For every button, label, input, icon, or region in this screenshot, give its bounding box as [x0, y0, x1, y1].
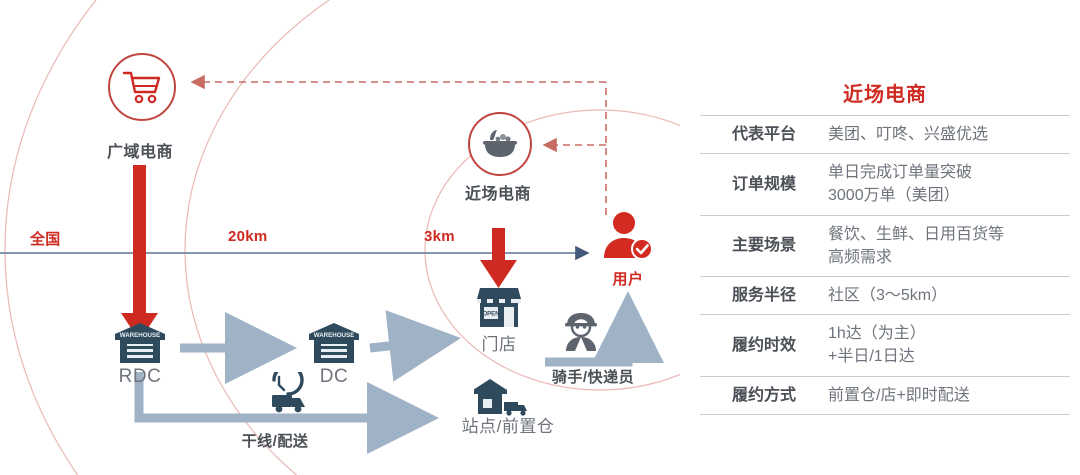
row-key: 履约时效: [700, 314, 828, 376]
row-value: 单日完成订单量突破 3000万单（美团）: [828, 153, 1070, 216]
row-value-line: 3000万单（美团）: [828, 187, 960, 205]
dashed-demand-flow: [190, 74, 607, 215]
dc-label: DC: [319, 366, 349, 387]
red-arrow-near-to-store: [480, 228, 517, 288]
row-value-line: 单日完成订单量突破: [828, 164, 973, 182]
diagram-canvas: [0, 0, 680, 475]
table-row: 服务半径 社区（3～5km）: [700, 275, 1070, 315]
svg-text:WAREHOUSE: WAREHOUSE: [314, 332, 355, 339]
trunk-delivery-label: 干线/配送: [241, 433, 309, 450]
zone-label-3km: 3km: [424, 228, 455, 245]
svg-text:OPEN: OPEN: [482, 312, 499, 318]
table-row: 订单规模 单日完成订单量突破 3000万单（美团）: [700, 153, 1070, 216]
row-value-line: 社区（3～5km）: [828, 286, 948, 304]
shopping-cart-icon: [122, 71, 161, 104]
verified-user-icon: [604, 212, 653, 260]
wide-ecommerce-circle: [108, 53, 176, 121]
depot-truck-icon: [474, 379, 527, 416]
zone-label-nationwide: 全国: [30, 231, 61, 248]
delivery-rider-icon: [565, 313, 597, 351]
row-key: 主要场景: [700, 214, 828, 277]
near-ecommerce-circle: [468, 112, 532, 176]
logistics-diagram: 广域电商 近场电商: [0, 0, 680, 475]
row-key: 履约方式: [700, 375, 828, 415]
user-label: 用户: [612, 271, 644, 288]
row-value: 美团、叮咚、兴盛优选: [828, 114, 1070, 154]
table-row: 履约时效 1h达（为主） +半日/1日达: [700, 314, 1070, 376]
arrow-rider-to-user: [545, 291, 664, 367]
row-value: 前置仓/店+即时配送: [828, 375, 1070, 415]
near-ecommerce-label: 近场电商: [464, 186, 531, 203]
row-value: 1h达（为主） +半日/1日达: [828, 314, 1070, 376]
spec-table: 代表平台 美团、叮咚、兴盛优选 订单规模 单日完成订单量突破 3000万单（美团…: [700, 114, 1070, 415]
panel-title: 近场电商: [843, 84, 927, 106]
arrow-dc-to-store: [369, 310, 461, 382]
clock-truck-icon: [272, 372, 305, 413]
table-row: 代表平台 美团、叮咚、兴盛优选: [700, 114, 1070, 154]
food-bowl-icon: [483, 130, 517, 157]
row-value: 社区（3～5km）: [828, 275, 1070, 315]
row-value-line: 美团、叮咚、兴盛优选: [828, 126, 989, 143]
radius-arc-20km: [184, 0, 331, 475]
storefront-icon: OPEN: [477, 288, 521, 327]
row-key: 代表平台: [700, 114, 828, 154]
row-value-line: +半日/1日达: [828, 348, 915, 366]
spec-panel: 近场电商 代表平台 美团、叮咚、兴盛优选 订单规模 单日完成订单量突破 3000…: [690, 0, 1080, 475]
store-label: 门店: [481, 335, 517, 354]
rdc-label: RDC: [118, 366, 162, 387]
station-label: 站点/前置仓: [461, 417, 555, 436]
radius-arc-3km: [424, 109, 680, 391]
supply-chain-arrows: [134, 291, 664, 454]
row-value-line: 高频需求: [828, 248, 893, 266]
wide-ecommerce-label: 广域电商: [106, 144, 173, 161]
zone-label-20km: 20km: [228, 228, 268, 245]
rider-label: 骑手/快递员: [551, 369, 635, 386]
arrow-rdc-to-station: [134, 372, 439, 454]
warehouse-icon: WAREHOUSE: [309, 323, 359, 363]
svg-text:WAREHOUSE: WAREHOUSE: [120, 332, 161, 339]
row-key: 服务半径: [700, 275, 828, 315]
warehouse-icon: WAREHOUSE: [115, 323, 165, 363]
radius-arc-group: [4, 0, 680, 475]
row-value-line: 餐饮、生鲜、日用百货等: [828, 225, 1005, 243]
row-key: 订单规模: [700, 153, 828, 216]
table-row: 履约方式 前置仓/店+即时配送: [700, 375, 1070, 415]
row-value-line: 前置仓/店+即时配送: [828, 386, 970, 404]
row-value-line: 1h达（为主）: [828, 325, 926, 343]
row-value: 餐饮、生鲜、日用百货等 高频需求: [828, 214, 1070, 277]
table-row: 主要场景 餐饮、生鲜、日用百货等 高频需求: [700, 214, 1070, 277]
radius-arc-nationwide: [4, 0, 97, 475]
